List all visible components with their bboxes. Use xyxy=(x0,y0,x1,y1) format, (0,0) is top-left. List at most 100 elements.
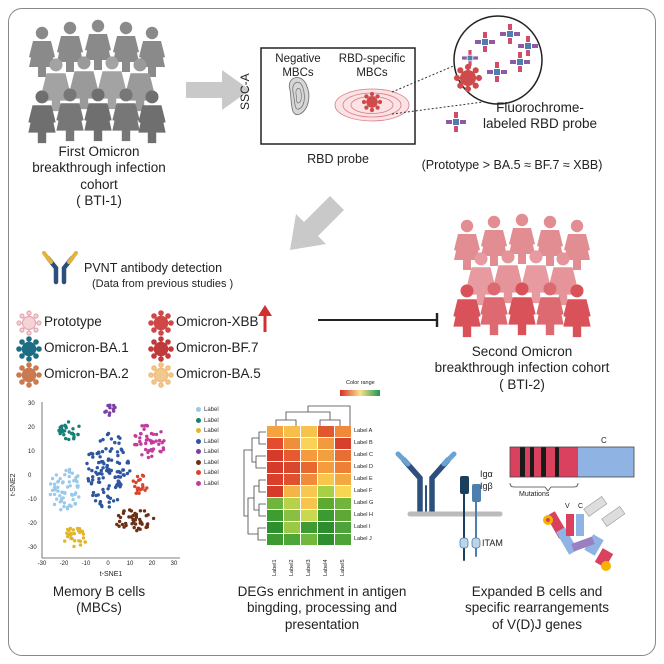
antibody-icon xyxy=(42,251,78,285)
figure-frame xyxy=(8,8,656,656)
tsne-point xyxy=(101,487,105,492)
heatmap-cell xyxy=(267,498,283,509)
tsne-point xyxy=(76,474,80,478)
tsne-point xyxy=(62,501,67,505)
tsne-point xyxy=(113,440,117,445)
tsne-point xyxy=(56,479,61,483)
tsne-point xyxy=(63,423,67,427)
tsne-point xyxy=(119,483,123,487)
tsne-point xyxy=(75,480,79,484)
tsne-point xyxy=(117,519,122,524)
tsne-point xyxy=(97,477,101,481)
negative-mbc-contour-icon xyxy=(288,77,310,116)
tsne-point xyxy=(113,405,117,410)
heatmap-row-label: Label B xyxy=(354,440,373,446)
variant-bf7: Omicron-BF.7 xyxy=(176,340,259,355)
variant-xbb: Omicron-XBB xyxy=(176,314,259,329)
tsne-point xyxy=(91,493,95,498)
tsne-caption: Memory B cells (MBCs) xyxy=(53,584,145,617)
tsne-point xyxy=(106,487,110,491)
tsne-point xyxy=(144,438,149,442)
tsne-point xyxy=(69,504,73,508)
tsne-legend-label: Label xyxy=(204,407,219,414)
tsne-point xyxy=(62,539,67,543)
heatmap-cell xyxy=(284,438,300,449)
tsne-legend-label: Label xyxy=(204,417,219,424)
tsne-point xyxy=(63,473,67,477)
tsne-point xyxy=(96,493,100,497)
heatmap-row-label: Label H xyxy=(354,512,373,518)
heatmap-cell xyxy=(318,522,334,533)
bti1-line1: First Omicron xyxy=(58,144,140,159)
pvnt-subtitle: (Data from previous studies ) xyxy=(92,278,234,290)
tsne-point xyxy=(108,403,112,407)
tsne-point xyxy=(117,524,121,528)
tsne-legend-item: Label xyxy=(196,480,219,487)
tsne-xtick: -20 xyxy=(59,561,69,567)
fluorochrome-probe-icon xyxy=(446,112,466,132)
tsne-point xyxy=(72,544,76,549)
up-arrow-icon xyxy=(258,305,272,332)
vdj-gene-bar xyxy=(509,446,635,492)
tsne-point xyxy=(145,434,149,438)
tsne-point xyxy=(146,513,150,517)
bti1-line2: breakthrough infection xyxy=(32,160,166,176)
heatmap-cell xyxy=(267,522,283,533)
bti1-crowd-icon xyxy=(28,19,166,144)
tsne-ytick: -30 xyxy=(28,545,37,551)
tsne-ytick: -10 xyxy=(28,497,37,503)
tsne-point xyxy=(91,490,96,495)
tsne-point xyxy=(70,493,75,497)
bcr-caption-line2: specific rearrangements xyxy=(464,600,610,616)
rbd-mbc-contour-icon xyxy=(334,88,410,122)
tsne-point xyxy=(101,466,105,470)
omicron-ba1-virus-icon xyxy=(16,336,42,362)
tsne-point xyxy=(145,424,150,428)
tsne-point xyxy=(139,442,143,446)
tsne-point xyxy=(91,478,95,482)
variant-ba5: Omicron-BA.5 xyxy=(176,366,261,381)
tsne-point xyxy=(95,472,99,476)
tsne-xtick: -10 xyxy=(81,561,91,567)
tsne-point xyxy=(104,447,108,451)
bti1-line4: ( BTI-1) xyxy=(76,193,122,209)
tsne-point xyxy=(139,431,143,436)
tsne-point xyxy=(100,449,105,454)
bcr-caption: Expanded B cells and specific rearrangem… xyxy=(465,584,609,633)
tsne-ytick: -20 xyxy=(28,521,37,527)
heatmap-cell xyxy=(284,534,300,545)
variant-ba2: Omicron-BA.2 xyxy=(44,366,129,381)
tsne-point xyxy=(128,469,132,473)
tsne-point xyxy=(81,536,86,540)
tsne-point xyxy=(71,427,75,431)
tsne-point xyxy=(52,502,57,507)
tsne-point xyxy=(131,518,135,522)
tsne-caption-line1: Memory B cells xyxy=(52,584,146,599)
tsne-point xyxy=(133,511,137,516)
tsne-point xyxy=(105,463,110,468)
tsne-legend-swatch xyxy=(196,417,201,423)
tsne-legend-label: Label xyxy=(204,470,219,477)
tsne-legend-item: Label xyxy=(196,449,219,455)
tsne-point xyxy=(129,509,134,513)
flow-y-axis-label: SSC-A xyxy=(238,73,252,110)
tsne-legend-label: Label xyxy=(204,438,219,445)
tsne-point xyxy=(107,413,112,417)
tsne-point xyxy=(91,455,95,459)
rbd-mbc-line2: MBCs xyxy=(356,67,388,80)
tsne-point xyxy=(117,441,121,445)
heatmap-cell xyxy=(318,534,334,545)
tsne-point xyxy=(55,497,59,501)
tsne-point xyxy=(138,521,142,525)
tsne-point xyxy=(122,509,126,514)
tsne-point xyxy=(107,484,111,488)
tsne-legend-swatch xyxy=(196,449,201,454)
rbd-mbc-line1: RBD-specific xyxy=(338,53,406,65)
heatmap-cell xyxy=(335,450,351,461)
tsne-point xyxy=(119,447,124,451)
tsne-point xyxy=(67,528,71,533)
negative-mbc-label: Negative MBCs xyxy=(275,52,320,80)
heatmap-cell xyxy=(318,462,334,473)
omicron-xbb-virus-icon xyxy=(148,310,174,336)
